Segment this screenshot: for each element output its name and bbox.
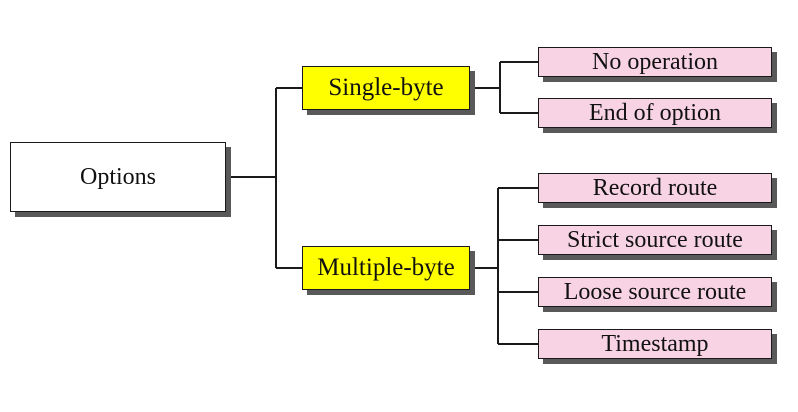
multiple-byte-connector: [470, 187, 538, 345]
single-byte-node: Single-byte: [302, 66, 470, 110]
options-root-node: Options: [10, 142, 226, 212]
root-connector: [226, 87, 302, 269]
multiple-byte-label: Multiple-byte: [317, 254, 455, 281]
multiple-byte-node: Multiple-byte: [302, 246, 470, 290]
timestamp-label: Timestamp: [601, 330, 709, 357]
single-byte-label: Single-byte: [328, 74, 444, 101]
options-root-label: Options: [79, 163, 156, 190]
loose-source-route-label: Loose source route: [563, 278, 747, 305]
no-operation-node: No operation: [538, 47, 772, 77]
timestamp-node: Timestamp: [538, 329, 772, 359]
record-route-node: Record route: [538, 173, 772, 203]
loose-source-route-node: Loose source route: [538, 277, 772, 307]
strict-source-route-node: Strict source route: [538, 225, 772, 255]
end-of-option-label: End of option: [589, 99, 721, 126]
no-operation-label: No operation: [592, 48, 718, 75]
single-byte-connector: [470, 61, 538, 114]
end-of-option-node: End of option: [538, 98, 772, 128]
strict-source-route-label: Strict source route: [567, 226, 743, 253]
record-route-label: Record route: [592, 174, 718, 201]
